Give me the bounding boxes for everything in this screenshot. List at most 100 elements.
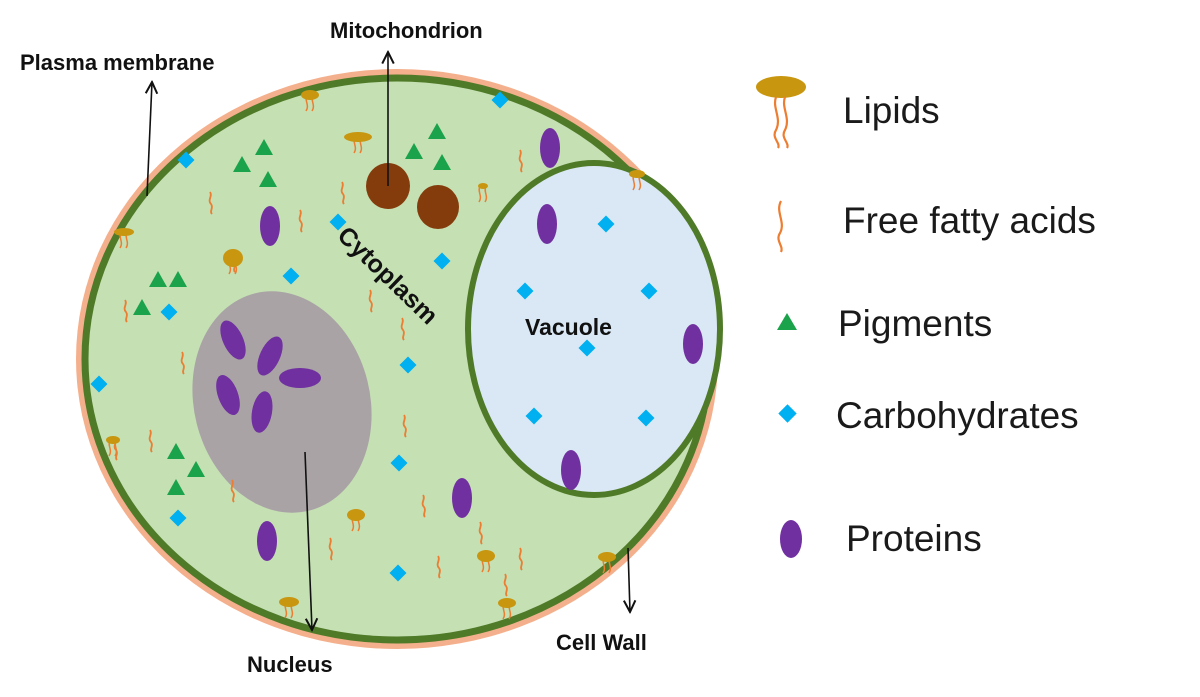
carbohydrate: [282, 267, 300, 285]
vacuole-label: Vacuole: [525, 314, 612, 340]
nucleus-label: Nucleus: [247, 652, 333, 677]
carbohydrate: [160, 303, 178, 321]
pigment: [167, 479, 185, 495]
carbohydrate: [169, 509, 187, 527]
fatty-acid: [230, 479, 235, 503]
fatty-acid: [421, 494, 426, 518]
lipid: [598, 552, 616, 562]
legend-item-free-fatty-acids: Free fatty acids: [777, 200, 1096, 253]
protein-icon: [780, 520, 802, 558]
protein: [260, 206, 280, 246]
nucleus-arrow: [304, 451, 312, 630]
fatty-acid: [148, 429, 153, 453]
lipid-icon: [756, 76, 806, 149]
carbohydrates-group: [90, 91, 658, 582]
legend-label: Lipids: [843, 90, 940, 131]
pigment: [149, 271, 167, 287]
fatty-acid: [208, 191, 213, 215]
lipid: [223, 249, 243, 267]
pigment: [133, 299, 151, 315]
carbohydrate: [637, 409, 655, 427]
lipid: [477, 550, 495, 562]
lipid: [114, 228, 134, 236]
pigment: [433, 154, 451, 170]
pigment: [259, 171, 277, 187]
mitochondrion-label: Mitochondrion: [330, 18, 483, 43]
pigment: [187, 461, 205, 477]
legend-label: Carbohydrates: [836, 395, 1079, 436]
carbohydrate: [597, 215, 615, 233]
pigment-icon: [777, 313, 797, 330]
protein: [279, 368, 321, 388]
lipid: [347, 509, 365, 521]
protein: [257, 336, 283, 376]
lipid: [478, 183, 488, 189]
lipid: [106, 436, 120, 444]
protein: [561, 450, 581, 490]
protein: [452, 478, 472, 518]
legend-item-lipids: Lipids: [756, 76, 940, 149]
legend-item-proteins: Proteins: [780, 518, 982, 559]
pigment: [169, 271, 187, 287]
fatty-acid: [400, 317, 405, 341]
lipid: [344, 132, 372, 142]
legend-item-carbohydrates: Carbohydrates: [778, 395, 1079, 436]
carbohydrate: [491, 91, 509, 109]
proteins-group: [216, 128, 703, 561]
pigments-group: [133, 123, 451, 495]
fatty-acid: [123, 299, 128, 323]
carbohydrate: [516, 282, 534, 300]
lipid: [279, 597, 299, 607]
protein: [216, 374, 240, 416]
legend-label: Proteins: [846, 518, 982, 559]
fatty-acid: [518, 547, 523, 571]
legend: Lipids Free fatty acids Pigments Carbohy…: [756, 76, 1096, 559]
lipid: [629, 170, 645, 178]
fatty-acid: [180, 351, 185, 375]
pigment: [233, 156, 251, 172]
lipids-group: [106, 90, 645, 620]
protein: [251, 391, 273, 433]
legend-label: Pigments: [838, 303, 992, 344]
pigment: [167, 443, 185, 459]
fatty-acid: [436, 555, 441, 579]
carbohydrate: [578, 339, 596, 357]
fatty-acid: [503, 573, 508, 597]
plasma-membrane-label: Plasma membrane: [20, 50, 214, 75]
fatty-acid: [298, 209, 303, 233]
carbohydrate: [90, 375, 108, 393]
lipid: [498, 598, 516, 608]
carbohydrate: [433, 252, 451, 270]
fatty-acid: [478, 521, 483, 545]
carbohydrate: [177, 151, 195, 169]
cell-wall-label: Cell Wall: [556, 630, 647, 655]
fatty-acid: [368, 289, 373, 313]
cell-wall-arrow: [628, 547, 630, 612]
fatty-acid: [328, 537, 333, 561]
carbohydrate: [389, 564, 407, 582]
carbohydrate: [390, 454, 408, 472]
fatty-acid-icon: [777, 200, 783, 253]
protein: [220, 320, 246, 360]
pigment: [255, 139, 273, 155]
pigment: [405, 143, 423, 159]
carbohydrate: [525, 407, 543, 425]
mitochondrion-organelle: [417, 185, 459, 229]
legend-label: Free fatty acids: [843, 200, 1096, 241]
carbohydrate: [329, 213, 347, 231]
lipid: [301, 90, 319, 100]
fatty-acid: [518, 149, 523, 173]
legend-item-pigments: Pigments: [777, 303, 992, 344]
protein: [540, 128, 560, 168]
carbohydrate: [399, 356, 417, 374]
plasma-membrane-arrow: [147, 82, 152, 197]
protein: [683, 324, 703, 364]
fatty-acid: [340, 181, 345, 205]
protein: [537, 204, 557, 244]
carbohydrate: [640, 282, 658, 300]
pigment: [428, 123, 446, 139]
fatty-acid: [402, 414, 407, 438]
carbohydrate-icon: [778, 404, 797, 423]
